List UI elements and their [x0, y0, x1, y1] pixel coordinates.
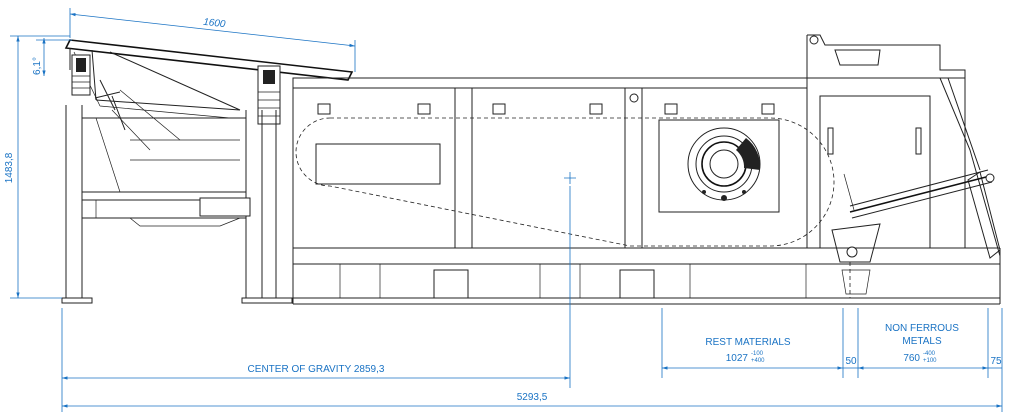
- separator-housing: [292, 77, 835, 249]
- dim-nf-tol-lower: +100: [923, 358, 937, 364]
- feeder-frame: [61, 105, 293, 304]
- vibrating-feeder: [64, 39, 354, 151]
- machine-drawing: [61, 34, 1001, 305]
- dim-non-ferrous-label-1: NON FERROUS: [885, 323, 959, 334]
- dim-gap-50: 50: [845, 356, 857, 367]
- discharge-chute: [806, 34, 1001, 298]
- dim-rest-materials-label: REST MATERIALS: [705, 337, 791, 348]
- dim-non-ferrous-label-2: METALS: [902, 336, 942, 347]
- dim-nf-tol-upper: -400: [923, 351, 936, 357]
- dim-angle: 6,1°: [32, 57, 43, 75]
- dim-rest-tol-lower: +400: [751, 358, 765, 364]
- dimension-lines: [10, 8, 1003, 412]
- dim-total-length: 5293,5: [517, 392, 548, 403]
- dim-gap-75: 75: [990, 356, 1002, 367]
- center-of-gravity-marker: [564, 172, 576, 184]
- dim-rest-materials-value: 1027: [726, 353, 749, 364]
- dim-height: 1483,8: [4, 152, 15, 183]
- dim-non-ferrous-value: 760: [903, 353, 920, 364]
- dim-center-of-gravity: CENTER OF GRAVITY 2859,3: [248, 364, 385, 375]
- base-frame: [292, 247, 1001, 305]
- dim-rest-tol-upper: -100: [751, 351, 764, 357]
- eddy-current-rotor: [687, 127, 761, 201]
- dim-top-length: 1600: [203, 17, 227, 30]
